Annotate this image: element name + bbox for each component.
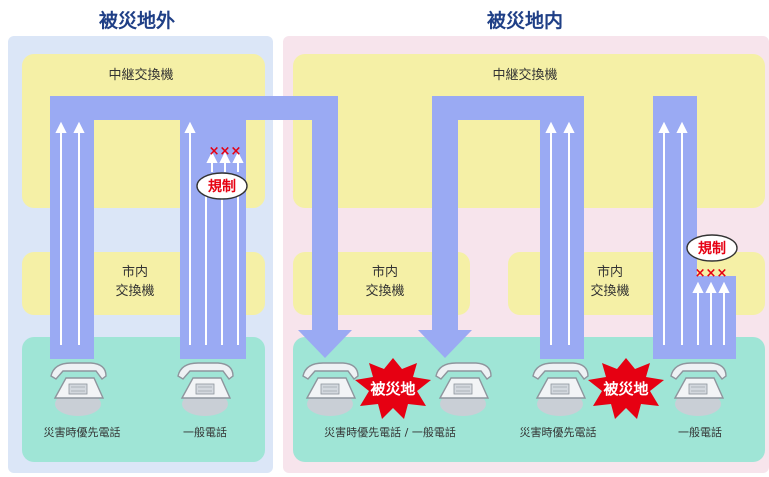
phone-icon <box>50 362 107 417</box>
flow-arrows <box>55 121 730 345</box>
local-exchange-inside-2-l2: 交換機 <box>590 283 629 299</box>
disaster-burst-label: 被災地 <box>603 380 648 398</box>
phone-icon <box>435 362 492 417</box>
phone-icon <box>177 362 234 417</box>
flow-inside-priority <box>540 96 584 359</box>
local-exchange-inside-1-l1: 市内 <box>372 264 398 280</box>
phone-caption-outside-general: 一般電話 <box>183 425 227 439</box>
phone-caption-inside-priority: 災害時優先電話 <box>520 425 597 439</box>
restriction-marks-inside: ××× <box>695 266 728 281</box>
restriction-badge-inside <box>686 234 738 262</box>
restriction-label-inside: 規制 <box>698 240 726 257</box>
region-inside-title: 被災地内 <box>487 9 563 32</box>
flow-outside-priority <box>50 96 94 359</box>
local-exchange-inside-1-l2: 交換機 <box>365 283 404 299</box>
restriction-label-outside: 規制 <box>208 178 236 195</box>
flow-down-2-head <box>418 330 472 358</box>
phone-caption-inside-combined: 災害時優先電話 / 一般電話 <box>324 425 456 439</box>
flow-down-2-shaft <box>432 96 458 332</box>
flow-down-1-shaft <box>312 96 338 332</box>
relay-exchange-inside-label: 中継交換機 <box>492 67 557 83</box>
phone-caption-inside-general: 一般電話 <box>678 425 722 439</box>
local-exchange-inside-2-l1: 市内 <box>597 264 623 280</box>
region-outside-title: 被災地外 <box>99 9 175 32</box>
local-exchange-outside-l2: 交換機 <box>115 283 154 299</box>
phone-icon <box>302 362 359 417</box>
restriction-marks-outside: ××× <box>209 144 242 159</box>
phone-icon <box>532 362 589 417</box>
disaster-burst-label: 被災地 <box>370 380 415 398</box>
flow-down-1-head <box>298 330 352 358</box>
flow-cross-top <box>50 96 338 120</box>
phone-icon <box>670 362 727 417</box>
relay-exchange-outside-label: 中継交換機 <box>108 67 173 83</box>
flow-inside-general <box>653 96 697 359</box>
restriction-badge-outside <box>196 172 248 200</box>
phone-caption-outside-priority: 災害時優先電話 <box>44 425 121 439</box>
local-exchange-outside-l1: 市内 <box>122 264 148 280</box>
relay-exchange-inside <box>293 54 765 208</box>
